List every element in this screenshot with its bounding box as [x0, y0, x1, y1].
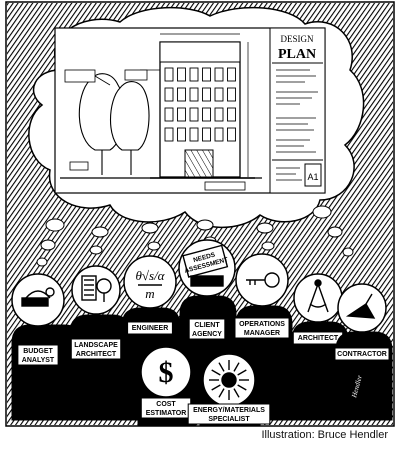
building-window — [164, 107, 174, 122]
character-trowel: CONTRACTOR — [334, 283, 393, 421]
character-label-card — [334, 347, 390, 361]
building-window — [202, 87, 211, 102]
character-saw: BUDGET ANALYST — [11, 273, 83, 421]
character-label-line2: SPECIALIST — [208, 416, 250, 423]
plan-title-line2: PLAN — [278, 47, 316, 62]
character-label-line2: MANAGER — [244, 330, 280, 337]
character-head — [123, 255, 177, 309]
building-elevation — [140, 33, 255, 179]
building-window — [227, 87, 236, 102]
building-window — [202, 107, 211, 122]
sheet-number: A1 — [307, 172, 318, 182]
character-label-line2: ARCHITECT — [76, 351, 117, 358]
character-compass: ARCHITECT — [291, 273, 349, 421]
character-label-card — [234, 317, 290, 339]
characters-group: BUDGET ANALYST LANDSCAPE ARCHITECT ENGINEER θ… — [11, 239, 393, 426]
character-label-card — [70, 338, 122, 360]
character-label-line1: CLIENT — [194, 322, 220, 329]
building-window — [227, 107, 236, 122]
character-sun: ENERGY/MATERIALS SPECIALIST — [187, 353, 271, 426]
saw-icon — [21, 287, 55, 307]
building-window — [189, 67, 199, 82]
building-window — [177, 107, 186, 122]
illustration-caption: Illustration: Bruce Hendler — [261, 429, 388, 441]
building-window — [164, 127, 174, 142]
character-label-card — [17, 344, 59, 366]
character-label-card — [127, 321, 173, 335]
building-window — [177, 87, 186, 102]
character-label-line1: CONTRACTOR — [337, 351, 387, 358]
character-label-line1: ARCHITECT — [298, 335, 339, 342]
character-body — [69, 314, 131, 421]
trowel-icon — [345, 293, 376, 319]
building-window — [214, 127, 224, 142]
plan-title-line1: DESIGN — [281, 34, 314, 44]
building-window — [164, 67, 174, 82]
character-label-line1: ENERGY/MATERIALS — [193, 407, 265, 414]
building-window — [202, 67, 211, 82]
character-body — [335, 331, 393, 421]
building-window — [214, 87, 224, 102]
character-label-line1: OPERATIONS — [239, 321, 285, 328]
building-window — [189, 107, 199, 122]
dollar-icon: $ — [159, 356, 174, 389]
character-label-card — [187, 403, 271, 425]
callouts — [64, 69, 246, 191]
building-window — [227, 127, 236, 142]
character-label-line1: BUDGET — [23, 348, 53, 355]
character-head — [140, 346, 192, 398]
building-window — [214, 67, 224, 82]
compass-icon — [307, 279, 329, 313]
key-icon — [246, 272, 280, 288]
drawing-sheet: DESIGN PLAN A1 — [54, 27, 326, 194]
building-icon — [81, 275, 112, 302]
character-label-line2: AGENCY — [192, 331, 222, 338]
character-building: LANDSCAPE ARCHITECT — [69, 265, 131, 421]
character-key: OPERATIONS MANAGER — [234, 253, 293, 421]
formula-icon: θ√s/α m — [135, 268, 165, 301]
building-window — [189, 87, 199, 102]
building-window — [189, 127, 199, 142]
building-window — [227, 67, 236, 82]
building-window — [214, 107, 224, 122]
character-label-card — [188, 318, 226, 340]
character-label-line2: ANALYST — [22, 357, 55, 364]
character-dollar: COST ESTIMATOR $ — [137, 346, 197, 426]
building-window — [202, 127, 211, 142]
building-window — [164, 87, 174, 102]
character-label-line1: COST — [156, 401, 176, 408]
character-label-line1: LANDSCAPE — [74, 342, 118, 349]
engineer-formula-m: m — [145, 286, 154, 301]
character-label-line1: ENGINEER — [132, 325, 169, 332]
dollar-sign: $ — [159, 356, 174, 389]
sun-icon — [209, 360, 249, 400]
engineer-formula: θ√s/α — [135, 268, 165, 283]
trees — [78, 73, 150, 175]
building-window — [177, 127, 186, 142]
building-window — [177, 67, 186, 82]
character-label-line2: ESTIMATOR — [146, 410, 187, 417]
